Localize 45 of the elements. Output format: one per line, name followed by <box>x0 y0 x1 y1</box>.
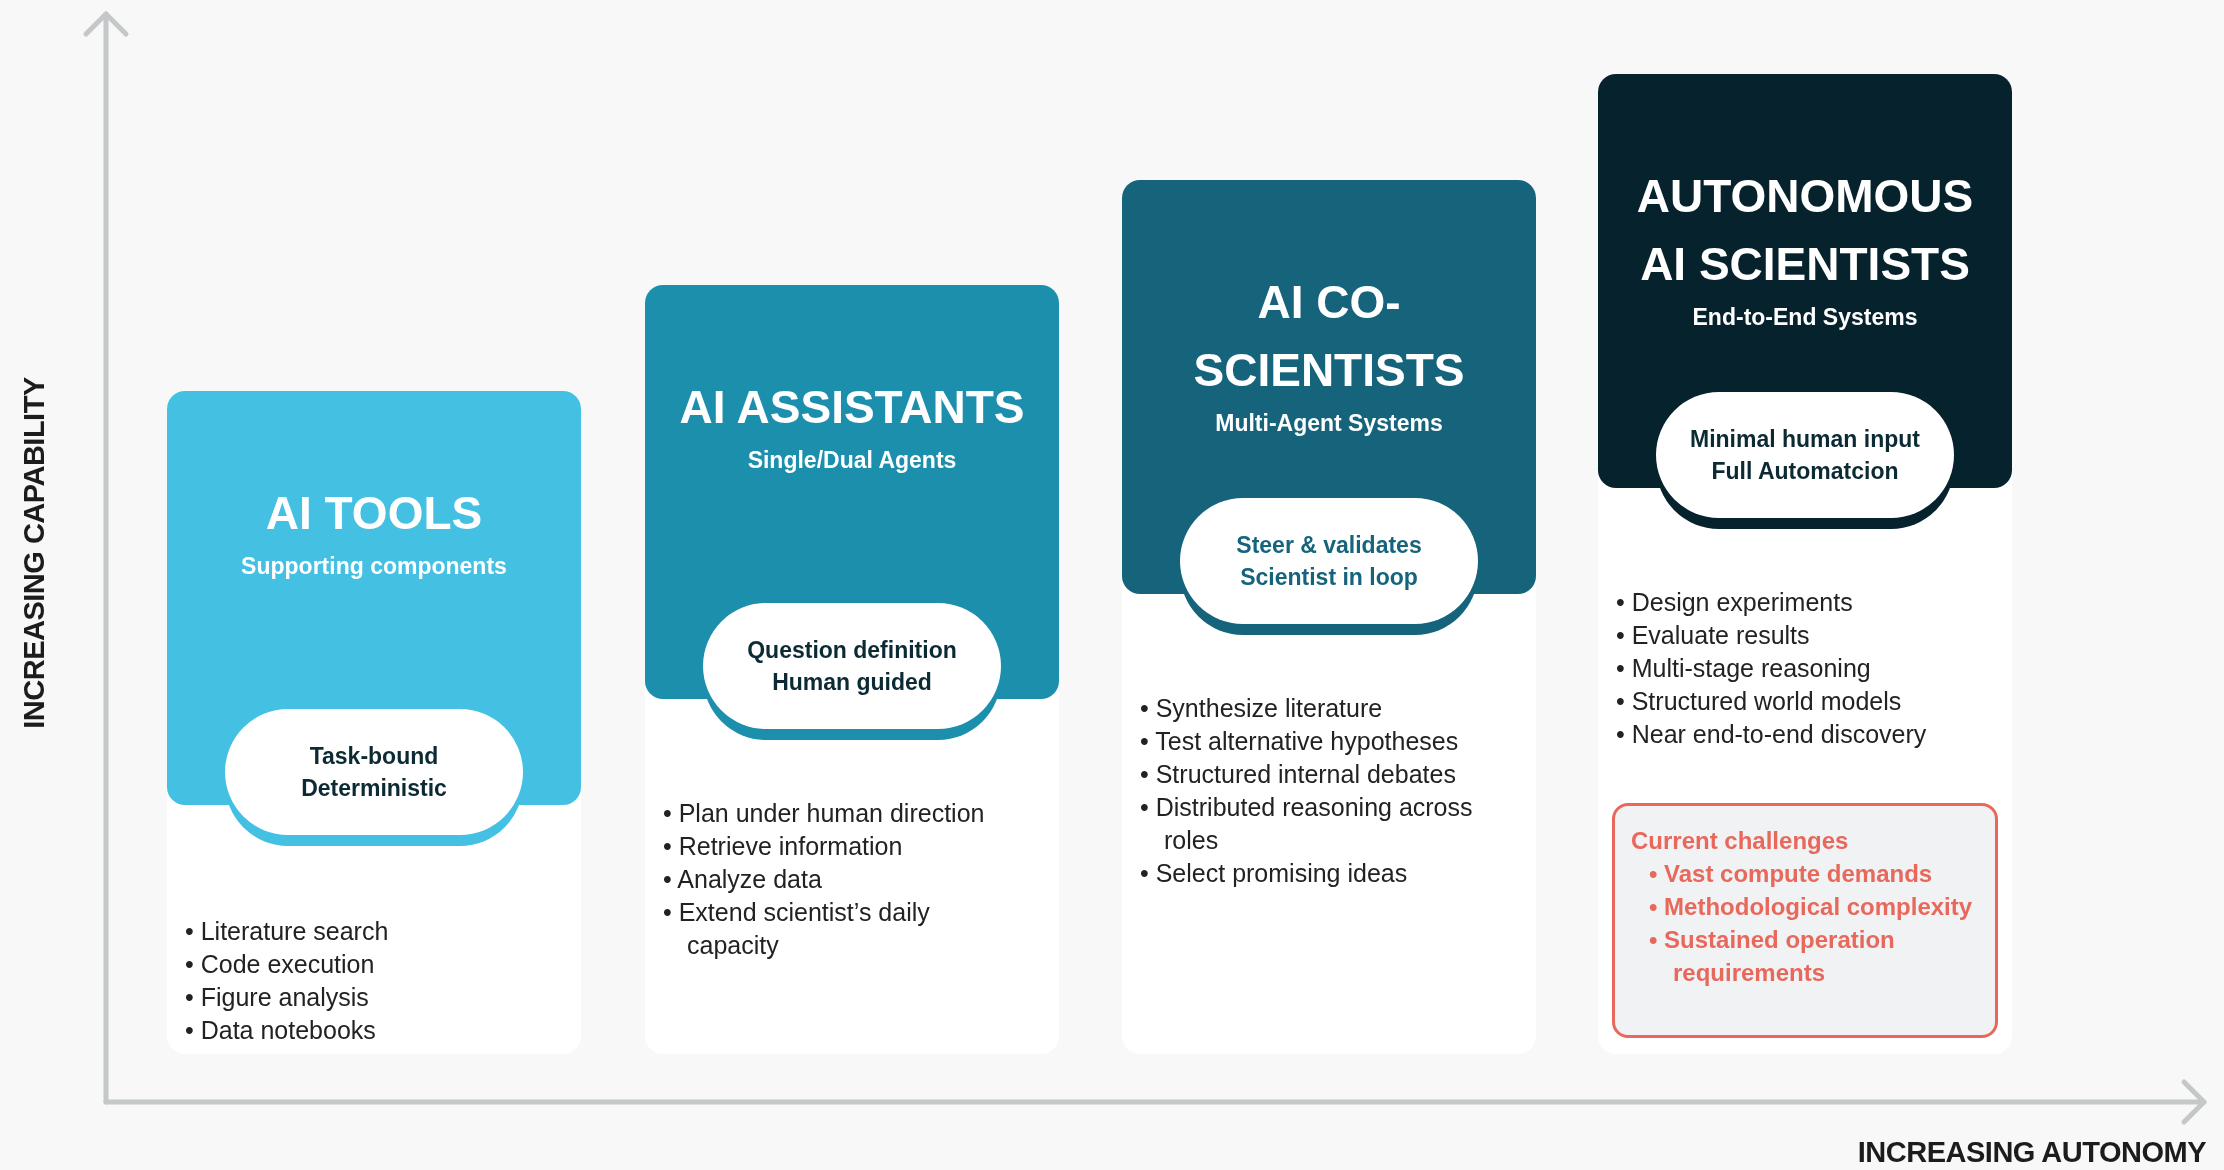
bullet-item: • Figure analysis <box>185 982 370 1013</box>
stage-subtitle: Multi-Agent Systems <box>1214 409 1444 438</box>
bullet-item: • Extend scientist’s daily capacity <box>663 897 931 961</box>
challenge-item: • Vast compute demands <box>1649 859 1934 889</box>
badge-text: Minimal human input <box>1690 425 1920 454</box>
stage-title: AI ASSISTANTS <box>678 380 1026 435</box>
badge-text: Deterministic <box>301 774 447 803</box>
stage-subtitle: End-to-End Systems <box>1691 303 1919 332</box>
stage-title: AI CO-SCIENTISTS <box>1192 275 1466 398</box>
stage-card <box>1598 74 2012 1054</box>
stage-title: AUTONOMOUS AI SCIENTISTS <box>1635 169 1975 292</box>
bullet-item: • Multi-stage reasoning <box>1616 653 1872 684</box>
stage-card <box>645 285 1059 1054</box>
challenges-box <box>1612 803 1998 1038</box>
bullet-item: • Synthesize literature <box>1140 693 1384 724</box>
badge-text: Full Automatcion <box>1711 457 1899 486</box>
bullet-item: • Design experiments <box>1616 587 1854 618</box>
bullet-item: • Evaluate results <box>1616 620 1811 651</box>
badge-text: Task-bound <box>309 742 439 771</box>
bullet-item: • Test alternative hypotheses <box>1140 726 1460 757</box>
axis-label: INCREASING AUTONOMY <box>1857 1136 2206 1169</box>
bullet-item: • Distributed reasoning across roles <box>1140 792 1474 856</box>
bullet-item: • Near end-to-end discovery <box>1616 719 1928 750</box>
stage-title: AI TOOLS <box>264 486 484 541</box>
challenges-heading: Current challenges <box>1631 826 1850 856</box>
bullet-item: • Structured internal debates <box>1140 759 1457 790</box>
challenge-item: • Methodological complexity <box>1649 892 1974 922</box>
stage-card <box>1122 180 1536 1054</box>
challenge-item: • Sustained operation requirements <box>1649 925 1896 988</box>
badge-text: Question definition <box>747 636 957 665</box>
bullet-item: • Plan under human direction <box>663 798 986 829</box>
bullet-item: • Select promising ideas <box>1140 858 1409 889</box>
badge-text: Steer & validates <box>1236 531 1422 560</box>
stage-subtitle: Single/Dual Agents <box>746 446 958 475</box>
badge-text: Human guided <box>772 668 932 697</box>
bullet-item: • Literature search <box>185 916 390 947</box>
badge-text: Scientist in loop <box>1240 563 1418 592</box>
bullet-item: • Data notebooks <box>185 1015 377 1046</box>
bullet-item: • Analyze data <box>663 864 823 895</box>
axis-label: INCREASING CAPABILITY <box>17 377 51 729</box>
bullet-item: • Code execution <box>185 949 376 980</box>
bullet-item: • Structured world models <box>1616 686 1903 717</box>
stage-subtitle: Supporting components <box>240 552 508 581</box>
bullet-item: • Retrieve information <box>663 831 904 862</box>
stage-card <box>167 391 581 1054</box>
